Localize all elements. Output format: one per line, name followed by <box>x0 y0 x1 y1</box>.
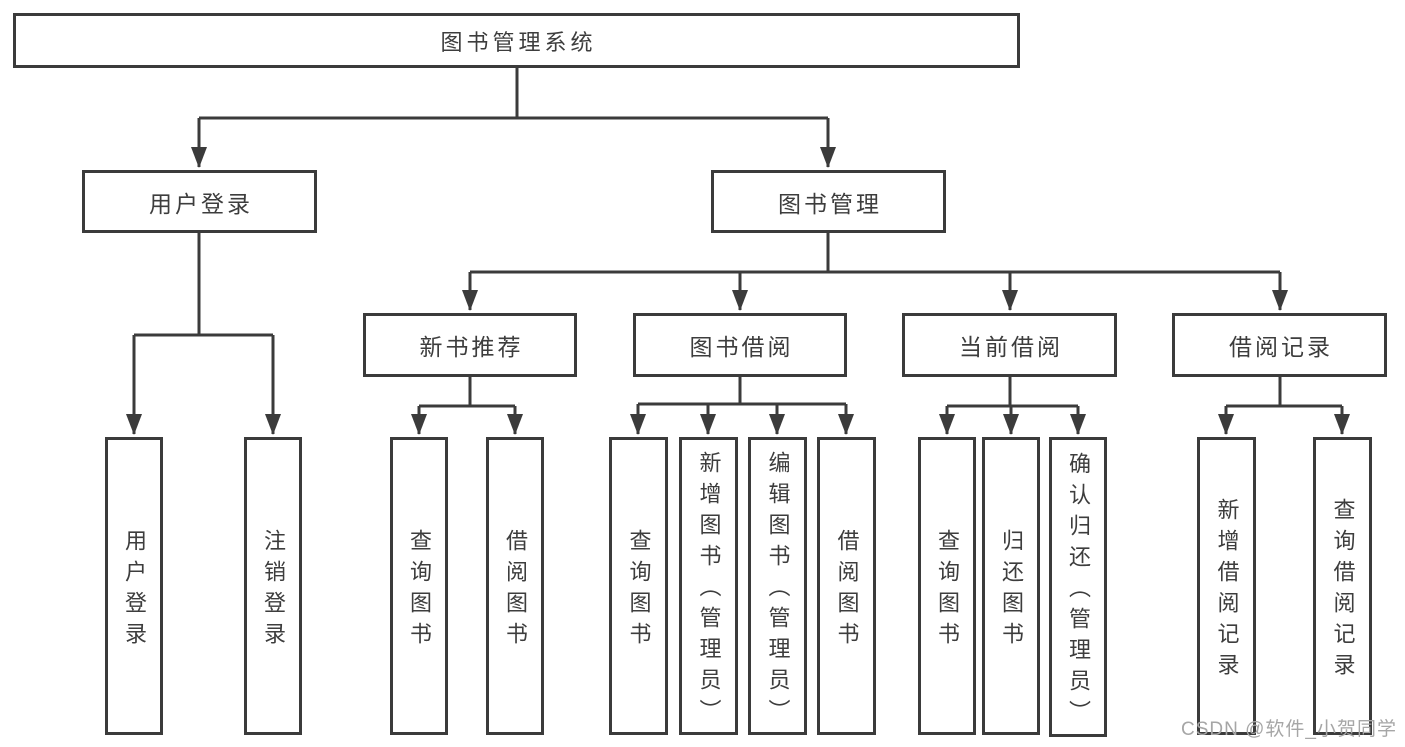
edge-user-login-rail <box>134 233 273 337</box>
node-leaf-nb-borrow-book: 借阅图书 <box>486 437 544 735</box>
node-root: 图书管理系统 <box>13 13 1020 68</box>
node-leaf-bb-add-book: 新增图书（管理员） <box>679 437 738 735</box>
node-new-book-rec: 新书推荐 <box>363 313 577 377</box>
node-label-leaf-nb-query-book: 查询图书 <box>407 528 432 653</box>
node-label-leaf-cb-confirm: 确认归还（管理员） <box>1066 452 1091 731</box>
node-book-management: 图书管理 <box>711 170 946 233</box>
edge-new-book-rec-rail <box>419 377 515 408</box>
node-borrow-records: 借阅记录 <box>1172 313 1387 377</box>
node-label-leaf-bb-edit-book: 编辑图书（管理员） <box>765 451 791 730</box>
edge-root-rail <box>199 68 828 120</box>
node-leaf-br-add-record: 新增借阅记录 <box>1197 437 1256 735</box>
node-leaf-user-login: 用户登录 <box>105 437 163 735</box>
node-label-leaf-logout: 注销登录 <box>261 528 286 653</box>
edge-current-borrow-rail <box>947 377 1078 408</box>
node-leaf-logout: 注销登录 <box>244 437 302 735</box>
node-label-user-login: 用户登录 <box>149 190 253 217</box>
node-leaf-cb-confirm: 确认归还（管理员） <box>1049 437 1107 737</box>
node-current-borrow: 当前借阅 <box>902 313 1117 377</box>
node-label-leaf-bb-add-book: 新增图书（管理员） <box>696 451 722 730</box>
node-label-leaf-br-query-record: 查询借阅记录 <box>1330 497 1356 684</box>
node-label-book-management: 图书管理 <box>778 190 882 217</box>
node-label-leaf-cb-return-book: 归还图书 <box>999 528 1024 653</box>
node-leaf-bb-query-book: 查询图书 <box>609 437 668 735</box>
node-label-book-borrow: 图书借阅 <box>689 334 794 360</box>
node-label-leaf-nb-borrow-book: 借阅图书 <box>503 528 528 653</box>
node-leaf-nb-query-book: 查询图书 <box>390 437 448 735</box>
node-label-leaf-user-login: 用户登录 <box>122 528 147 653</box>
node-label-leaf-bb-query-book: 查询图书 <box>626 528 652 653</box>
node-label-current-borrow: 当前借阅 <box>959 334 1063 360</box>
node-leaf-bb-borrow-book: 借阅图书 <box>817 437 876 735</box>
node-label-leaf-cb-query-book: 查询图书 <box>935 528 960 653</box>
node-leaf-cb-query-book: 查询图书 <box>918 437 976 735</box>
edge-borrow-records-rail <box>1226 377 1342 408</box>
node-label-borrow-records: 借阅记录 <box>1229 334 1333 360</box>
node-leaf-cb-return-book: 归还图书 <box>982 437 1040 735</box>
node-book-borrow: 图书借阅 <box>633 313 847 377</box>
node-label-leaf-bb-borrow-book: 借阅图书 <box>834 528 860 653</box>
edge-book-borrow-rail <box>638 377 846 406</box>
node-label-root: 图书管理系统 <box>440 29 597 55</box>
node-leaf-br-query-record: 查询借阅记录 <box>1313 437 1372 735</box>
node-label-leaf-br-add-record: 新增借阅记录 <box>1214 497 1240 684</box>
node-leaf-bb-edit-book: 编辑图书（管理员） <box>748 437 807 735</box>
edge-book-management-rail <box>470 233 1280 274</box>
node-user-login: 用户登录 <box>82 170 317 233</box>
node-label-new-book-rec: 新书推荐 <box>419 334 524 360</box>
watermark: CSDN @软件_小贺同学 <box>1181 719 1397 740</box>
